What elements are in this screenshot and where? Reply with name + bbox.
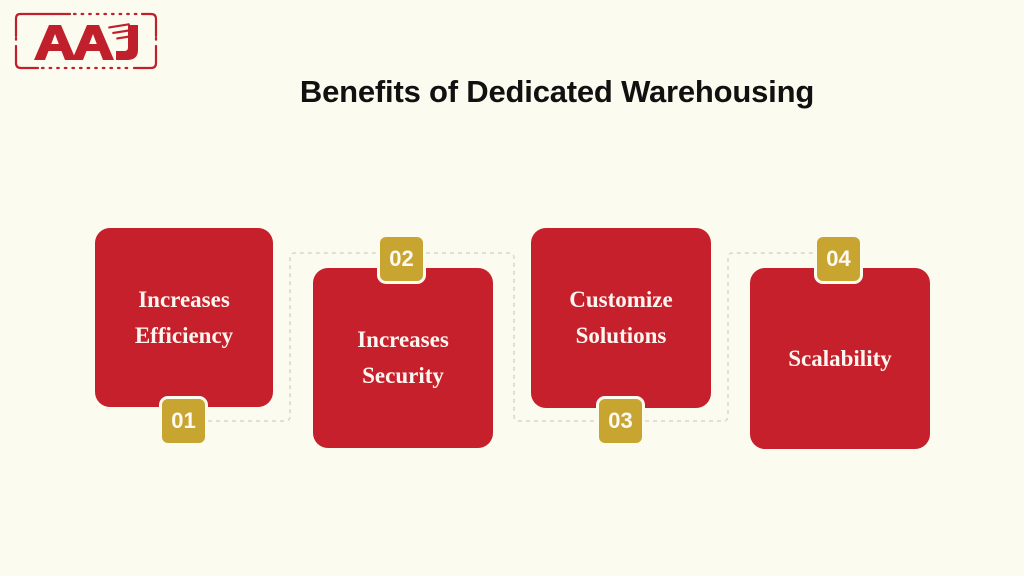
benefit-card-4-label: Scalability (788, 345, 892, 371)
benefit-badge-03: 03 (596, 396, 645, 446)
benefit-card-3-label: Customize Solutions (569, 287, 673, 348)
benefit-badge-04-number: 04 (826, 246, 851, 271)
benefit-badge-02-number: 02 (389, 246, 414, 271)
benefit-card-3[interactable]: Customize Solutions (531, 228, 711, 408)
brand-logo[interactable] (12, 10, 160, 72)
benefit-card-1-label: Increases Efficiency (134, 286, 234, 348)
benefit-card-1[interactable]: Increases Efficiency (95, 228, 273, 407)
benefit-card-4[interactable]: Scalability (750, 268, 930, 449)
benefit-badge-01: 01 (159, 396, 208, 446)
page-title: Benefits of Dedicated Warehousing (299, 74, 815, 109)
benefit-card-2[interactable]: Increases Security (313, 268, 493, 448)
benefit-badge-03-number: 03 (608, 408, 633, 433)
benefit-card-2-label: Increases Security (357, 327, 449, 388)
benefit-badge-04: 04 (814, 234, 863, 284)
benefit-badge-02: 02 (377, 234, 426, 284)
benefit-badge-01-number: 01 (171, 408, 196, 433)
